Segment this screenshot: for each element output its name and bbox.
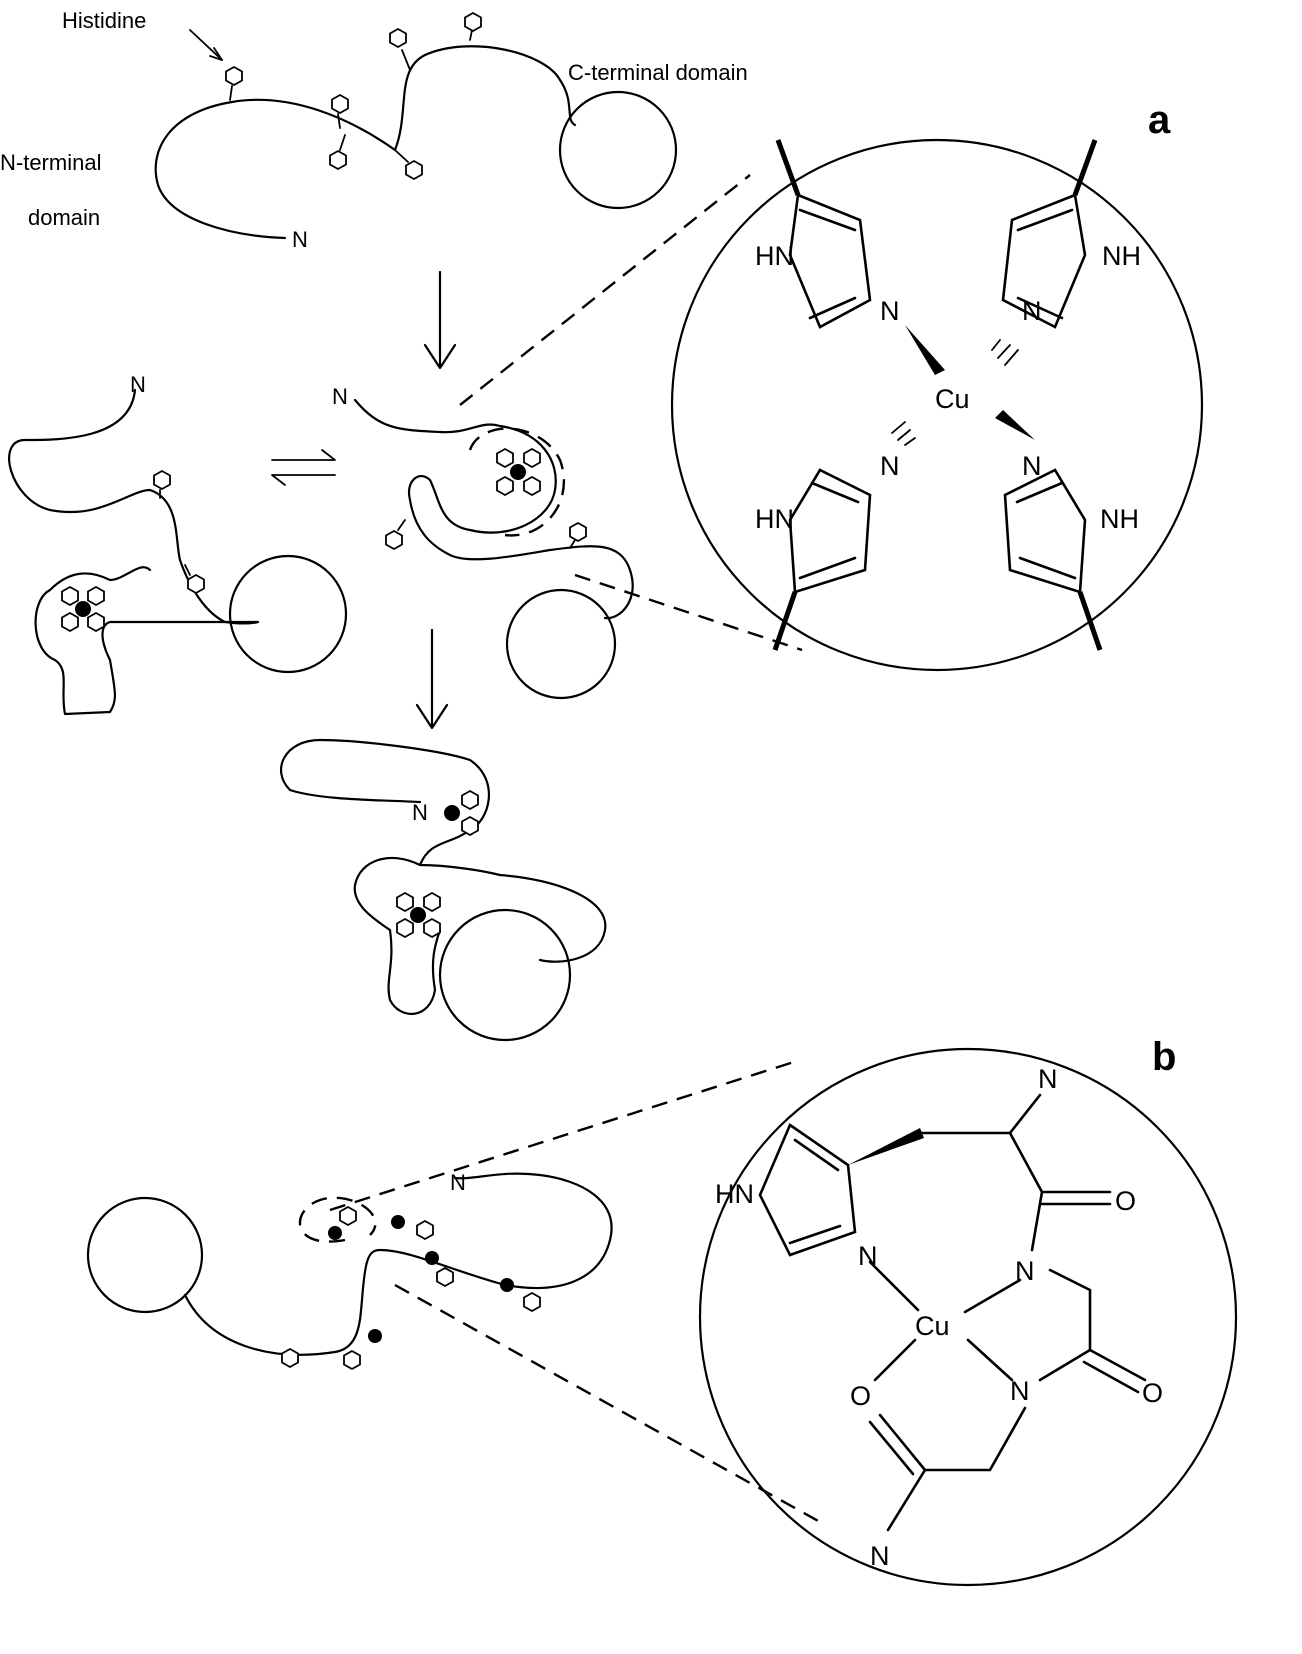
down-arrow-2 [415,628,449,730]
histidine-icon [281,1348,299,1368]
histidine-icon [569,522,587,542]
copper-cluster [61,586,105,632]
copper-ion [328,1226,342,1240]
svg-text:N: N [880,451,900,481]
c-terminal-domain-circle [228,554,348,674]
histidine-icon [329,150,347,170]
svg-text:N: N [880,296,900,326]
panel-a-circle [670,138,1204,672]
panel-b-label: b [1152,1035,1176,1079]
svg-text:HN: HN [715,1179,754,1209]
histidine-icon [385,530,403,550]
copper-ion [510,464,526,480]
histidine-icon [389,28,407,48]
folded-protein-left: N [8,372,348,716]
histidine-icon [436,1267,454,1287]
copper-ion [425,1251,439,1265]
copper-ion [368,1329,382,1343]
octarepeat-bound-protein: N [332,384,634,700]
hash-bond [991,339,1019,366]
hash-bond [891,421,916,446]
copper-ion [410,907,426,923]
fully-loaded-protein: N [279,738,607,1042]
svg-text:NH: NH [1100,504,1139,534]
copper-cluster [496,448,541,496]
svg-text:N: N [870,1541,890,1571]
c-terminal-domain-circle [505,588,617,700]
histidine-icon [339,1206,357,1226]
c-terminal-domain-circle [86,1196,204,1314]
histidine-icon [331,94,349,114]
c-terminal-domain-circle [438,908,572,1042]
svg-text:HN: HN [755,504,794,534]
copper-ion [500,1278,514,1292]
histidine-icon [464,12,482,32]
process-arrows [271,270,457,730]
domain-label: domain [28,205,100,230]
n-terminus-label: N [130,372,146,397]
wedge-bond [905,325,945,375]
histidine-icon [187,574,205,594]
n-terminal-label: N-terminal [0,150,101,175]
histidine-label: Histidine [62,8,146,33]
c-terminal-domain-label: C-terminal domain [568,60,748,85]
n-terminus-label: N [412,800,428,825]
n-terminus-label: N [450,1170,466,1195]
svg-text:N: N [1022,296,1042,326]
down-arrow-1 [423,270,457,370]
copper-atom: Cu [915,1311,950,1341]
c-terminal-domain-circle [558,90,678,210]
svg-text:N: N [1022,451,1042,481]
histidine-icon [416,1220,434,1240]
histidine-icon [405,160,423,180]
copper-ion [444,805,460,821]
wedge-bond [995,410,1035,440]
svg-text:O: O [850,1381,871,1411]
n-terminus-label: N [332,384,348,409]
svg-text:O: O [1142,1378,1163,1408]
unbound-protein: Histidine C-terminal domain N-terminal d… [0,8,748,252]
histidine-icon [153,470,171,490]
copper-cluster [444,790,479,836]
svg-text:N: N [1038,1064,1058,1094]
svg-text:NH: NH [1102,241,1141,271]
panel-a-label: a [1148,98,1171,142]
panel-b-zoom: b HN N N O N Cu O N O N [329,1035,1238,1587]
panel-a-zoom: a HN N NH N Cu HN N NH N [459,98,1204,672]
copper-cluster [396,892,441,938]
svg-text:HN: HN [755,241,794,271]
wedge-bond [848,1128,924,1165]
histidine-icon [523,1292,541,1312]
copper-ion [75,601,91,617]
histidine-icon [343,1350,361,1370]
panel-b-circle [698,1047,1238,1587]
svg-text:N: N [1015,1256,1035,1286]
svg-text:O: O [1115,1186,1136,1216]
non-octarepeat-bound-protein: N [86,1170,613,1370]
equilibrium-arrows [271,449,336,486]
copper-ion [391,1215,405,1229]
histidine-icon [225,66,243,86]
copper-atom: Cu [935,384,970,414]
svg-text:N: N [1010,1376,1030,1406]
n-terminus-label: N [292,227,308,252]
